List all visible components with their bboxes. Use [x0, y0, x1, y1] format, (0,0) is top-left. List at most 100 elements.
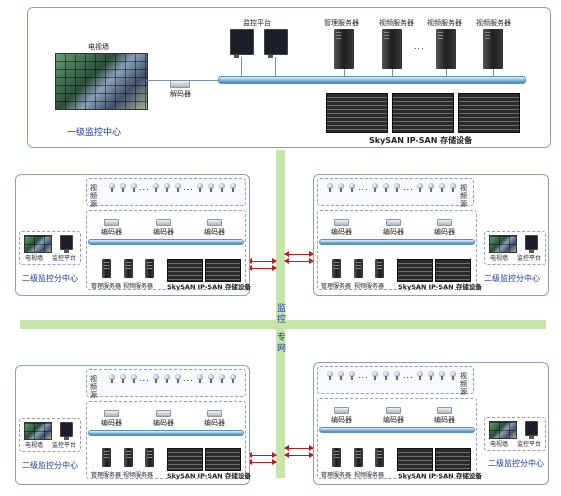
encoder-label: 编码器: [434, 228, 455, 236]
link-arrow-tr-1: [284, 251, 314, 257]
storage-array: [435, 259, 471, 282]
camera-dots: ...: [358, 371, 369, 380]
encoder-label: 编码器: [434, 416, 455, 424]
camera-icon: [229, 374, 237, 383]
storage-label: SkySAN IP-SAN 存储设备: [398, 283, 482, 291]
storage-array: [205, 448, 241, 471]
camera-dots: ...: [139, 183, 150, 192]
tv-wall-label: 电视墙: [88, 43, 109, 51]
backbone-label-char-3: 专: [277, 333, 287, 343]
video-source-label: 视频源: [460, 372, 467, 396]
encoder-label: 编码器: [383, 228, 404, 236]
encoder-icon: [386, 219, 401, 226]
storage-array: [167, 259, 203, 282]
video-source-box: [317, 366, 474, 394]
camera-dots: ...: [183, 374, 194, 383]
camera-icon: [382, 183, 390, 192]
camera-icon: [196, 183, 204, 192]
server-icon: [124, 259, 133, 278]
video-server-label: 视频服务器: [354, 472, 385, 479]
top-storage-label: SkySAN IP-SAN 存储设备: [369, 136, 473, 145]
link-arrow-tr-2: [284, 258, 314, 264]
link-arrow-tl-2: [247, 265, 277, 271]
branch-title: 二级监控分中心: [22, 461, 78, 470]
network-box: [317, 210, 477, 290]
camera-icon: [427, 183, 435, 192]
camera-icon: [382, 371, 390, 380]
camera-icon: [438, 371, 446, 380]
mgmt-server-label: 管理服务器: [324, 19, 359, 27]
camera-dots: ...: [139, 374, 150, 383]
server-drop-2: [392, 69, 393, 76]
platform-drop-1: [241, 57, 242, 76]
branch-monitor-box: [484, 231, 546, 265]
camera-dots: ...: [183, 183, 194, 192]
branch-bus: [319, 239, 475, 245]
decoder-label: 解码器: [170, 90, 191, 98]
branch-bus: [88, 430, 244, 436]
server-drop-1: [344, 69, 345, 76]
camera-icon: [393, 371, 401, 380]
encoder-icon: [334, 219, 349, 226]
encoder-icon: [334, 407, 349, 414]
top-network-bus: [218, 76, 526, 84]
camera-icon: [393, 183, 401, 192]
video-server-label: 视频服务器: [123, 472, 154, 479]
camera-icon: [174, 374, 182, 383]
encoder-label: 编码器: [383, 416, 404, 424]
camera-icon: [163, 374, 171, 383]
branch-title: 二级监控分中心: [22, 274, 78, 283]
branch-title: 二级监控分中心: [488, 459, 544, 468]
branch-tv-wall: [24, 422, 52, 440]
branch-title: 二级监控分中心: [484, 274, 540, 283]
branch-tv-wall-label: 电视墙: [490, 255, 509, 262]
storage-array: [205, 259, 241, 282]
encoder-label: 编码器: [204, 228, 225, 236]
video-server-icon-3: [483, 29, 503, 69]
server-drop-4: [493, 69, 494, 76]
storage-label: SkySAN IP-SAN 存储设备: [167, 283, 251, 291]
camera-icon: [119, 374, 127, 383]
video-source-label: 视频源: [90, 375, 97, 399]
server-icon: [332, 448, 341, 467]
video-source-box: [86, 369, 246, 397]
encoder-label: 编码器: [331, 416, 352, 424]
server-icon: [332, 259, 341, 278]
server-icon: [375, 448, 384, 467]
mgmt-server-label: 管理服务器: [91, 472, 122, 479]
camera-icon: [207, 374, 215, 383]
encoder-icon: [207, 219, 222, 226]
encoder-label: 编码器: [101, 419, 122, 427]
camera-icon: [119, 183, 127, 192]
camera-icon: [449, 183, 457, 192]
branch-tv-wall-label: 电视墙: [490, 441, 509, 448]
branch-bus: [319, 427, 475, 433]
camera-icon: [371, 183, 379, 192]
encoder-icon: [156, 410, 171, 417]
branch-panel-top-right: 视频源 ... ... 编码器 编码器 编码器 管理服务器 视频服务器 SkyS…: [313, 174, 549, 296]
camera-icon: [130, 374, 138, 383]
branch-tv-wall-label: 电视墙: [25, 255, 44, 262]
network-box: [317, 398, 477, 479]
storage-array: [167, 448, 203, 471]
camera-dots: ...: [358, 183, 369, 192]
monitor-platform-label: 监控平台: [243, 19, 271, 27]
branch-monitor-platform-label: 监控平台: [52, 442, 77, 449]
encoder-label: 编码器: [101, 228, 122, 236]
camera-dots: ...: [403, 371, 414, 380]
server-icon: [145, 448, 154, 467]
camera-icon: [218, 374, 226, 383]
link-arrow-br-2: [284, 452, 314, 458]
video-server-icon-1: [382, 29, 402, 69]
link-arrow-bl-2: [247, 459, 277, 465]
video-server-label-1: 视频服务器: [379, 19, 414, 27]
camera-icon: [371, 371, 379, 380]
link-arrow-tl-1: [247, 258, 277, 264]
branch-monitor-platform-label: 监控平台: [517, 255, 542, 262]
camera-icon: [152, 183, 160, 192]
encoder-icon: [437, 407, 452, 414]
server-dots: ...: [414, 42, 425, 51]
server-icon: [354, 448, 363, 467]
server-icon: [124, 448, 133, 467]
monitor-platform-icon-1: [230, 29, 254, 58]
